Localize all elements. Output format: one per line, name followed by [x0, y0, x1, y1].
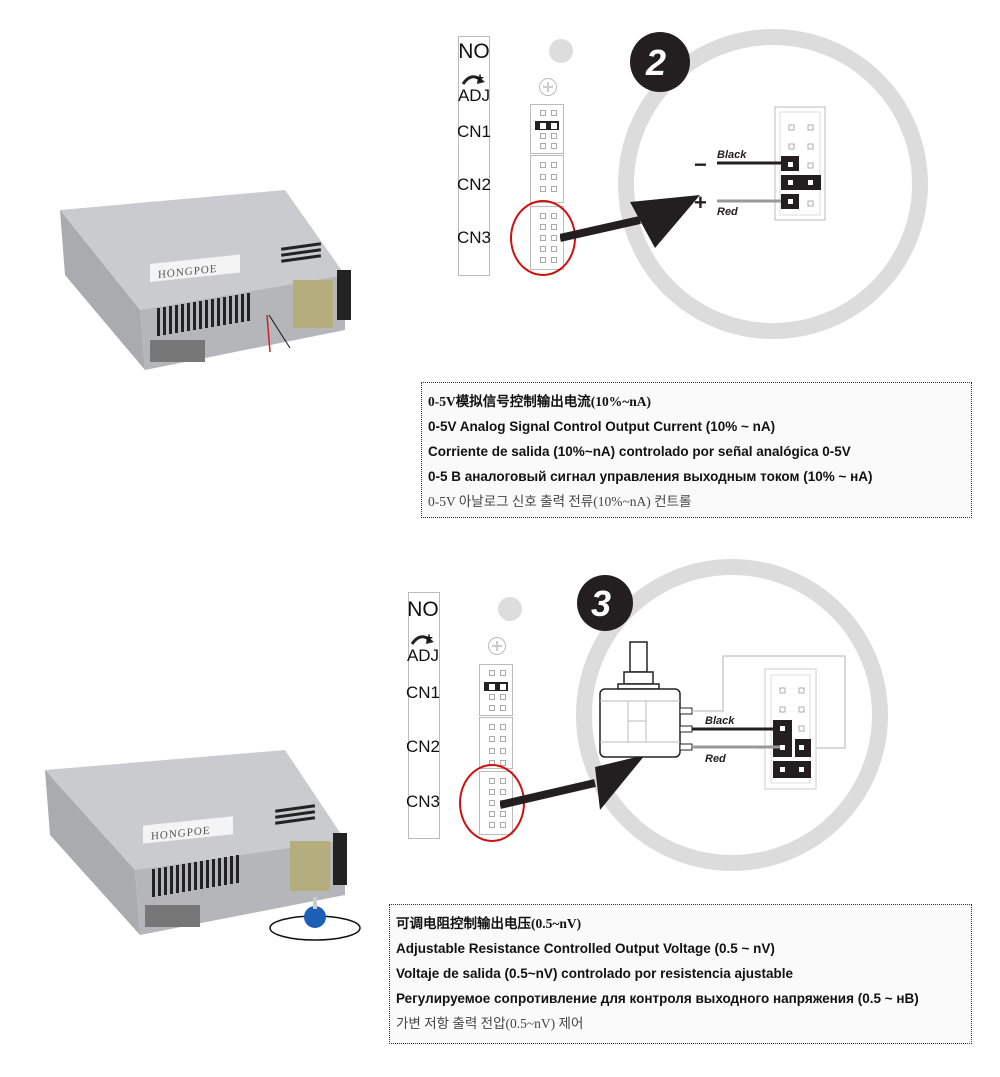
wiper-terminal	[773, 720, 792, 757]
description-box: 可调电阻控制输出电压(0.5~nV) Adjustable Resistance…	[389, 904, 972, 1044]
description-zh: 0-5V模拟信号控制输出电流(10%~nA)	[428, 394, 652, 409]
jumper-bridge	[781, 175, 821, 190]
description-es: Corriente de salida (10%~nA) controlado …	[428, 444, 851, 459]
description-zh: 可调电阻控制输出电压(0.5~nV)	[396, 916, 582, 931]
red-wire-label: Red	[717, 206, 738, 218]
pointer-arrow-head	[630, 195, 700, 248]
indicator-knob	[549, 39, 573, 63]
adj-plus-sign: +	[476, 70, 484, 85]
label-cn1: CN1	[456, 122, 491, 141]
label-adj: ADJ	[406, 646, 440, 665]
connector-cn1	[530, 104, 564, 154]
description-es: Voltaje de salida (0.5~nV) controlado po…	[396, 966, 793, 981]
description-en: Adjustable Resistance Controlled Output …	[396, 941, 775, 956]
step-number: 3	[591, 583, 611, 624]
label-cn2: CN2	[456, 175, 491, 194]
step-badge	[577, 575, 633, 631]
panel-label-strip	[408, 592, 440, 839]
power-supply-photo: HONGPOE	[45, 750, 361, 941]
magnified-view-ring: 2 Black Red − +	[560, 29, 928, 339]
description-ru: 0-5 В аналоговый сигнал управления выход…	[428, 469, 873, 484]
description-ru: Регулируемое сопротивление для контроля …	[396, 991, 919, 1006]
description-box: 0-5V模拟信号控制输出电流(10%~nA) 0-5V Analog Signa…	[421, 382, 972, 518]
description-en: 0-5V Analog Signal Control Output Curren…	[428, 419, 776, 434]
adjust-screw-icon[interactable]	[539, 78, 557, 96]
label-cn1: CN1	[405, 683, 440, 702]
plus-sign: +	[694, 190, 707, 215]
pointer-arrow	[500, 779, 596, 809]
label-adj: ADJ	[457, 86, 491, 105]
jumper-bridge	[773, 761, 811, 778]
description-ko: 0-5V 아날로그 신호 출력 전류(10%~nA) 컨트롤	[428, 494, 692, 509]
step-badge	[630, 32, 690, 92]
pointer-arrow-head	[595, 755, 645, 810]
cn1-jumper	[535, 121, 559, 130]
indicator-knob	[498, 597, 522, 621]
label-no: NO	[407, 598, 439, 621]
connector-cn2	[479, 717, 513, 769]
adjust-arrow-icon	[461, 75, 485, 85]
pointer-arrow	[560, 216, 641, 242]
label-cn3: CN3	[405, 792, 440, 811]
adj-plus-sign: +	[425, 630, 433, 645]
label-cn3: CN3	[456, 228, 491, 247]
connector-cn2	[530, 155, 564, 203]
cn1-jumper	[484, 682, 508, 691]
black-wire-label: Black	[717, 149, 747, 161]
magnified-view-ring: 3 Black	[500, 559, 888, 871]
connector-cn1	[479, 664, 513, 716]
red-wire-label: Red	[705, 753, 726, 765]
power-supply-photo: HONGPOE	[60, 190, 351, 370]
adjust-screw-icon[interactable]	[488, 637, 506, 655]
label-cn2: CN2	[405, 737, 440, 756]
minus-sign: −	[694, 152, 707, 177]
black-wire-label: Black	[705, 715, 735, 727]
step-number: 2	[645, 42, 666, 83]
label-no: NO	[458, 40, 490, 63]
description-ko: 가변 저항 출력 전압(0.5~nV) 제어	[396, 1016, 584, 1031]
adjust-arrow-icon	[410, 635, 434, 645]
potentiometer-icon	[599, 641, 693, 758]
